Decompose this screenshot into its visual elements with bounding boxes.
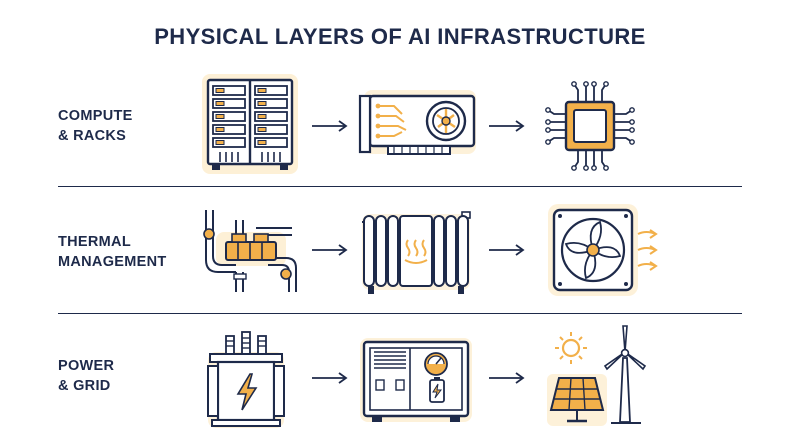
row-label-power: POWER & GRID: [58, 356, 218, 396]
row-label-line1: THERMAL: [58, 234, 131, 250]
gpu-card-icon: [358, 90, 476, 155]
flow-arrow: [312, 120, 348, 132]
transformer-icon: [207, 331, 285, 428]
page-title: PHYSICAL LAYERS OF AI INFRASTRUCTURE: [154, 24, 646, 49]
generator-icon: [360, 338, 472, 422]
row-label-line2: & RACKS: [58, 128, 127, 144]
server-rack-icon: [202, 74, 298, 174]
flow-arrow: [312, 372, 348, 384]
sun-icon: [555, 332, 587, 364]
row-label-thermal: THERMAL MANAGEMENT: [58, 232, 218, 272]
row-label-line2: & GRID: [58, 378, 111, 394]
wind-turbine-icon: [603, 325, 647, 424]
row-label-line1: POWER: [58, 358, 115, 374]
chip-icon: [545, 81, 635, 171]
flow-arrow: [489, 372, 525, 384]
pipes-valves-icon: [203, 210, 297, 292]
cooling-fan-icon: [548, 204, 658, 296]
row-power: POWER & GRID: [0, 320, 800, 440]
row-thermal: THERMAL MANAGEMENT: [0, 192, 800, 312]
radiator-icon: [362, 211, 471, 294]
flow-arrow: [489, 244, 525, 256]
row-compute: COMPUTE & RACKS: [0, 64, 800, 184]
renewable-energy-icon: [547, 325, 647, 426]
row-label-line2: MANAGEMENT: [58, 254, 167, 270]
row-divider: [58, 313, 742, 314]
solar-panel-icon: [549, 377, 605, 423]
row-label-line1: COMPUTE: [58, 108, 133, 124]
row-label-compute: COMPUTE & RACKS: [58, 106, 218, 146]
row-divider: [58, 186, 742, 187]
flow-arrow: [312, 244, 348, 256]
flow-arrow: [489, 120, 525, 132]
